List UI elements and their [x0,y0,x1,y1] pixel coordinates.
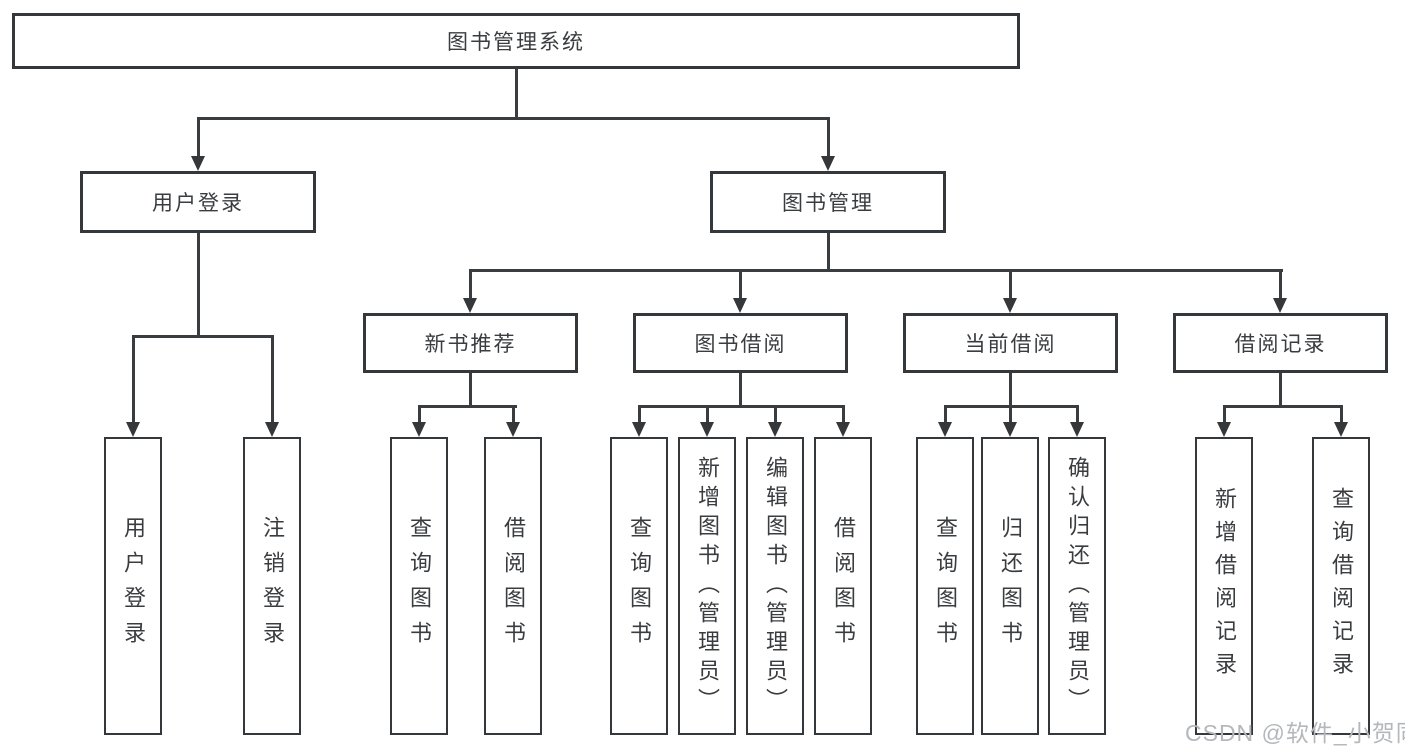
node-new-book-recommend: 新书推荐 [363,313,578,373]
connector-stem [1278,269,1282,300]
connector-stem [1075,405,1079,423]
arrow-down-icon [191,156,205,171]
arrow-down-icon [938,422,952,437]
connector-bar [417,405,517,408]
connector-stem [738,269,742,300]
node-book-management-system: 图书管理系统 [12,13,1020,69]
node-leaf-query-books-current: 查询图书 [916,437,974,735]
node-user-login: 用户登录 [80,171,316,233]
node-leaf-edit-books-admin: 编辑图书（管理员） [746,437,804,735]
arrow-down-icon [836,422,850,437]
arrow-down-icon [768,422,782,437]
arrow-down-icon [700,422,714,437]
node-leaf-add-books-admin: 新增图书（管理员） [678,437,736,735]
node-leaf-query-books-recommend: 查询图书 [390,437,448,735]
connector-root-trunk [514,69,518,118]
connector-stem [131,335,135,423]
arrow-down-icon [1217,422,1231,437]
arrow-down-icon [265,422,279,437]
arrow-down-icon [463,298,477,313]
connector-trunk [468,373,472,408]
node-leaf-logout: 注销登录 [243,437,301,735]
arrow-down-icon [506,422,520,437]
arrow-down-icon [632,422,646,437]
connector-stem [841,405,845,423]
node-leaf-query-books-borrow: 查询图书 [610,437,668,735]
connector-stem [826,117,830,158]
connector-stem [705,405,709,423]
arrow-down-icon [412,422,426,437]
node-leaf-confirm-return-admin: 确认归还（管理员） [1048,437,1106,735]
connector-trunk [196,233,200,335]
node-borrow-records: 借阅记录 [1173,313,1388,373]
connector-trunk [1008,373,1012,408]
arrow-down-icon [126,422,140,437]
arrow-down-icon [1003,298,1017,313]
arrow-down-icon [821,156,835,171]
node-current-borrow: 当前借阅 [903,313,1118,373]
arrow-down-icon [1273,298,1287,313]
connector-trunk [826,233,830,272]
arrow-down-icon [1334,422,1348,437]
connector-trunk [738,373,742,408]
connector-stem [270,335,274,423]
connector-stem [196,117,200,158]
connector-stem [637,405,641,423]
connector-stem [773,405,777,423]
arrow-down-icon [733,298,747,313]
csdn-watermark: CSDN @软件_小贺同学 [1185,720,1405,746]
node-leaf-borrow-books-recommend: 借阅图书 [484,437,542,735]
connector-trunk [1278,373,1282,408]
connector-bar [468,269,1283,272]
connector-root-bar [196,117,830,120]
connector-stem [417,405,421,423]
connector-stem [511,405,515,423]
connector-bar [637,405,845,408]
node-leaf-add-borrow-record: 新增借阅记录 [1195,437,1253,735]
connector-stem [1222,405,1226,423]
connector-stem [1339,405,1343,423]
connector-stem [468,269,472,300]
node-leaf-query-borrow-record: 查询借阅记录 [1312,437,1370,735]
connector-stem [943,405,947,423]
arrow-down-icon [1003,422,1017,437]
node-leaf-borrow-books: 借阅图书 [814,437,872,735]
connector-stem [1008,269,1012,300]
connector-bar [1222,405,1343,408]
node-leaf-return-books: 归还图书 [981,437,1039,735]
node-leaf-user-login: 用户登录 [104,437,162,735]
connector-stem [1008,405,1012,423]
arrow-down-icon [1070,422,1084,437]
node-book-management: 图书管理 [710,171,946,233]
connector-bar [131,335,273,338]
node-book-borrow: 图书借阅 [633,313,848,373]
